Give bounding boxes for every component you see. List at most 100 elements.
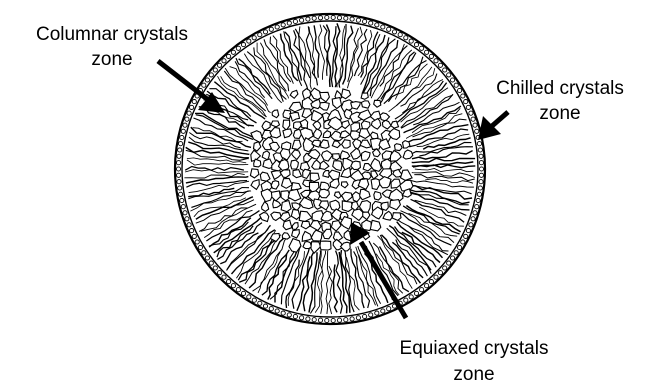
chilled-grain — [241, 291, 245, 295]
chilled-grain — [293, 19, 297, 23]
chilled-grain — [202, 251, 206, 255]
chilled-grain — [479, 173, 483, 177]
chilled-grain — [181, 205, 185, 209]
chilled-grain — [425, 50, 429, 54]
chilled-grain — [192, 100, 196, 104]
chilled-grain — [381, 25, 385, 29]
chilled-grain — [325, 318, 329, 322]
chilled-grain — [438, 271, 442, 275]
equiaxed-grain — [351, 123, 360, 132]
chilled-grain — [202, 83, 206, 87]
chilled-grain — [287, 313, 291, 317]
chilled-grain — [263, 30, 267, 34]
chilled-grain — [350, 317, 354, 321]
equiaxed-grain — [283, 110, 291, 119]
chilled-grain — [236, 288, 240, 292]
chilled-grain — [458, 88, 462, 92]
chilled-grain — [180, 135, 184, 139]
chilled-grain — [479, 180, 483, 184]
chilled-grain — [387, 27, 391, 31]
chilled-grain — [469, 111, 473, 115]
chilled-grain — [275, 309, 279, 313]
columnar-label-line2: zone — [91, 49, 132, 70]
chilled-grain — [218, 271, 222, 275]
chilled-grain — [209, 73, 213, 77]
chilled-grain — [464, 100, 468, 104]
chilled-grain — [306, 17, 310, 21]
chilled-grain — [429, 280, 433, 284]
chilled-grain — [178, 186, 182, 190]
chilled-grain — [447, 261, 451, 265]
chilled-grain — [479, 167, 483, 171]
chilled-grain — [369, 21, 373, 25]
chilled-grain — [454, 83, 458, 87]
equiaxed-grain — [330, 200, 340, 211]
chilled-grain — [185, 217, 189, 221]
chilled-grain — [464, 234, 468, 238]
chilled-grain — [387, 307, 391, 311]
chilled-grain — [473, 211, 477, 215]
chilled-grain — [306, 317, 310, 321]
chilled-grain — [318, 16, 322, 20]
chilled-grain — [258, 301, 262, 305]
chilled-grain — [434, 275, 438, 279]
chilled-grain — [461, 94, 465, 98]
equiaxed-label-line2: zone — [453, 364, 494, 385]
chilled-grain — [414, 291, 418, 295]
chilled-grain — [392, 30, 396, 34]
chilled-grain — [241, 43, 245, 47]
chilled-grain — [425, 284, 429, 288]
chilled-grain — [471, 217, 475, 221]
chilled-grain — [192, 234, 196, 238]
equiaxed-grain — [350, 131, 360, 139]
chilled-grain — [281, 311, 285, 315]
equiaxed-grain — [319, 189, 330, 198]
chilled-grain — [414, 43, 418, 47]
chilled-grain — [477, 142, 481, 146]
chilled-grain — [363, 314, 367, 318]
equiaxed-grain — [361, 101, 370, 108]
chilled-grain — [479, 161, 483, 165]
equiaxed-grain — [361, 93, 368, 99]
equiaxed-grain — [303, 242, 312, 249]
chilled-grain — [476, 198, 480, 202]
chilled-grain — [236, 46, 240, 50]
chilled-grain — [443, 266, 447, 270]
chilled-grain — [293, 314, 297, 318]
chilled-grain — [177, 173, 181, 177]
chilled-grain — [356, 316, 360, 320]
equiaxed-grain — [370, 220, 381, 231]
chilled-grain — [179, 192, 183, 196]
chilled-grain — [252, 36, 256, 40]
chilled-grain — [451, 78, 455, 82]
chilled-arrow — [478, 112, 508, 140]
chilled-grain — [438, 63, 442, 67]
chilled-grain — [187, 111, 191, 115]
chilled-grain — [475, 205, 479, 209]
chilled-grain — [331, 318, 335, 322]
chilled-grain — [269, 307, 273, 311]
chilled-grain — [356, 18, 360, 22]
equiaxed-grain — [254, 159, 261, 167]
chilled-grain — [205, 256, 209, 260]
chilled-grain — [458, 245, 462, 249]
chilled-grain — [213, 68, 217, 72]
equiaxed-grain — [403, 141, 410, 148]
chilled-grain — [344, 318, 348, 322]
chilled-grain — [337, 16, 341, 20]
chilled-grain — [375, 311, 379, 315]
chilled-grain — [420, 46, 424, 50]
chilled-grain — [434, 59, 438, 63]
chilled-grain — [287, 21, 291, 25]
chilled-grain — [404, 298, 408, 302]
chilled-grain — [312, 318, 316, 322]
chilled-grain — [187, 223, 191, 227]
chilled-grain — [375, 23, 379, 27]
equiaxed-grain — [374, 192, 382, 201]
equiaxed-grain — [381, 159, 391, 170]
chilled-grain — [325, 15, 329, 19]
equiaxed-grain — [395, 144, 403, 151]
equiaxed-grain — [291, 160, 299, 169]
chilled-grain — [420, 288, 424, 292]
